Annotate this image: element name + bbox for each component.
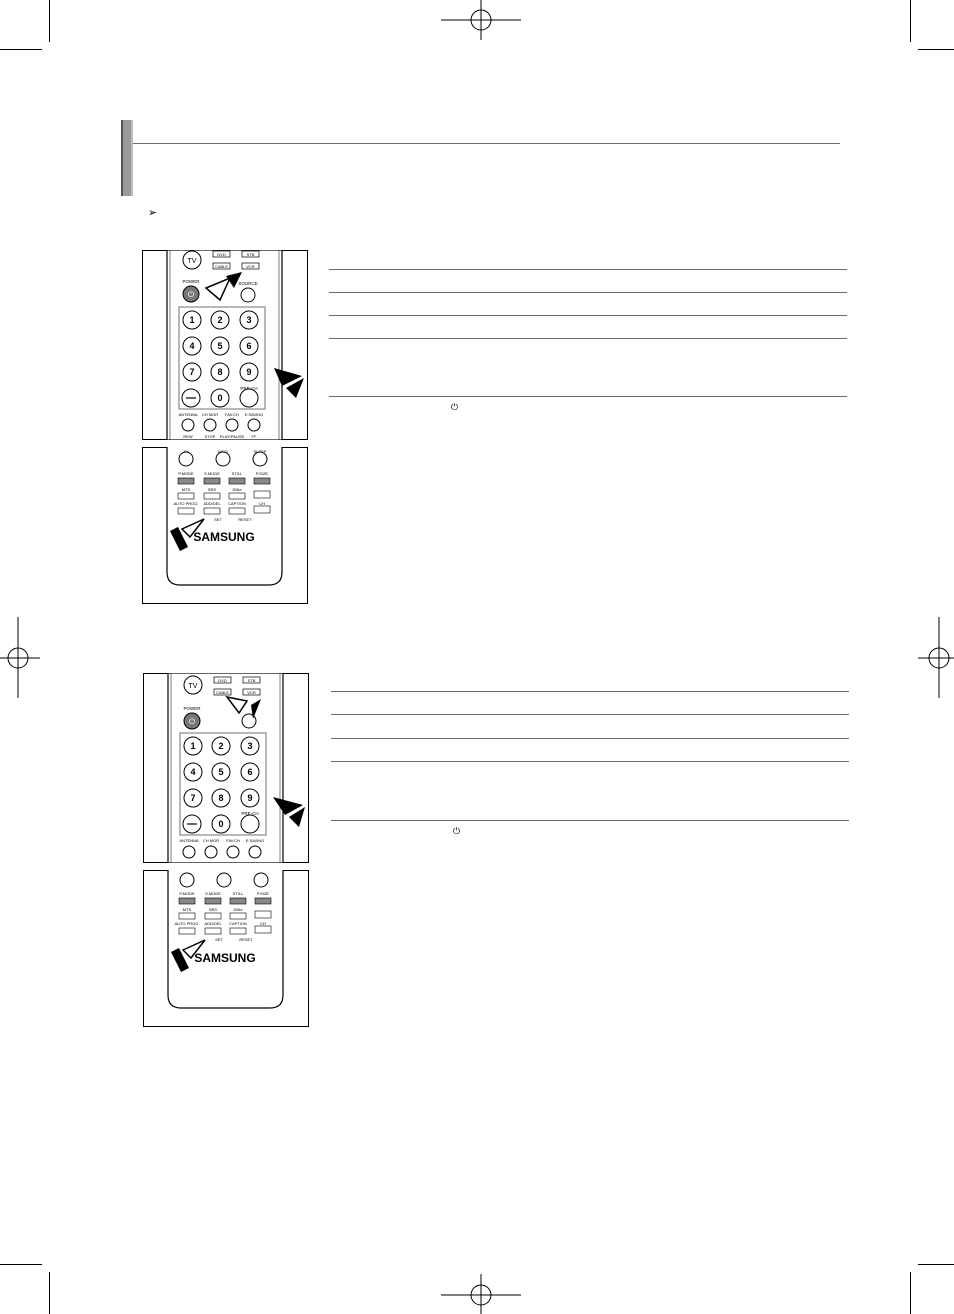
svg-text:REW: REW (183, 434, 193, 439)
svg-text:9: 9 (246, 367, 251, 377)
svg-text:8: 8 (218, 793, 223, 803)
svg-text:S.MODE: S.MODE (204, 471, 220, 476)
svg-text:MTS: MTS (183, 907, 192, 912)
svg-text:POWER: POWER (183, 706, 201, 711)
svg-text:DNIe: DNIe (233, 907, 243, 912)
remote-illustration-top-1: TV DVD STB CABLE VCR POWER ⏻ SOURCE 1 2 … (142, 250, 308, 440)
svg-text:1: 1 (190, 741, 195, 751)
svg-text:CAPTION: CAPTION (228, 501, 246, 506)
power-icon: ⏻ (453, 827, 461, 837)
svg-text:AUTO PROG.: AUTO PROG. (174, 921, 199, 926)
svg-text:STOP: STOP (205, 434, 216, 439)
remote-illustration-bottom-1: TV INFO SLEEP P.MODE S.MODE STILL P.SIZE… (142, 447, 308, 604)
svg-text:5: 5 (217, 341, 222, 351)
svg-text:ADD/DEL: ADD/DEL (203, 501, 221, 506)
note-marker: ➢ (148, 207, 158, 219)
svg-text:CH MGR: CH MGR (202, 412, 218, 417)
svg-text:CH: CH (259, 501, 265, 506)
svg-text:6: 6 (247, 767, 252, 777)
svg-text:0: 0 (217, 393, 222, 403)
svg-text:4: 4 (190, 767, 195, 777)
svg-text:CH MGR: CH MGR (203, 838, 219, 843)
svg-text:SET: SET (214, 517, 222, 522)
svg-text:ANTENNA: ANTENNA (179, 838, 198, 843)
remote-illustration-top-2: TV DVD STB CABLE VCR POWER ⏻ 1 2 3 4 5 6… (143, 673, 309, 863)
svg-text:P.SIZE: P.SIZE (256, 471, 268, 476)
svg-text:S.MODE: S.MODE (205, 891, 221, 896)
svg-text:P.MODE: P.MODE (179, 891, 195, 896)
svg-text:DNIe: DNIe (232, 487, 242, 492)
brand-logo: SAMSUNG (193, 530, 254, 544)
svg-text:SOURCE: SOURCE (238, 281, 257, 286)
svg-text:⏻: ⏻ (189, 717, 196, 726)
svg-text:STILL: STILL (232, 471, 243, 476)
svg-text:DVD: DVD (217, 252, 226, 257)
svg-text:P.SIZE: P.SIZE (257, 891, 269, 896)
svg-text:1: 1 (189, 315, 194, 325)
section-title-bar (121, 120, 133, 196)
svg-text:E.SAVING: E.SAVING (246, 838, 265, 843)
svg-text:VCR: VCR (246, 264, 255, 269)
svg-text:2: 2 (218, 741, 223, 751)
tv-label: TV (188, 258, 197, 265)
svg-text:3: 3 (246, 315, 251, 325)
svg-text:7: 7 (189, 367, 194, 377)
svg-text:AUTO PROG.: AUTO PROG. (173, 501, 198, 506)
svg-text:FAV.CH: FAV.CH (226, 838, 240, 843)
svg-text:PRE-CH: PRE-CH (241, 811, 258, 816)
svg-text:RESET: RESET (239, 937, 253, 942)
svg-text:0: 0 (218, 819, 223, 829)
title-rule (133, 143, 840, 144)
svg-text:7: 7 (190, 793, 195, 803)
svg-text:TV: TV (189, 683, 198, 690)
svg-text:⏻: ⏻ (188, 290, 195, 299)
svg-text:CABLE: CABLE (216, 690, 229, 695)
svg-text:FAV.CH: FAV.CH (225, 412, 239, 417)
svg-text:E.SAVING: E.SAVING (245, 412, 264, 417)
svg-text:SRS: SRS (208, 487, 217, 492)
svg-text:TV: TV (183, 449, 188, 454)
svg-text:STB: STB (248, 678, 256, 683)
svg-text:3: 3 (247, 741, 252, 751)
svg-text:DVD: DVD (218, 678, 227, 683)
svg-text:SLEEP: SLEEP (254, 449, 267, 454)
power-icon: ⏻ (451, 403, 459, 413)
remote-illustration-bottom-2: P.MODE S.MODE STILL P.SIZE MTS SRS DNIe … (143, 870, 309, 1027)
svg-text:STILL: STILL (233, 891, 244, 896)
svg-text:MTS: MTS (182, 487, 191, 492)
svg-text:FF: FF (252, 434, 257, 439)
svg-text:SRS: SRS (209, 907, 218, 912)
svg-text:POWER: POWER (182, 279, 200, 284)
svg-text:PLAY/PAUSE: PLAY/PAUSE (220, 434, 245, 439)
svg-text:CAPTION: CAPTION (229, 921, 247, 926)
brand-logo: SAMSUNG (194, 951, 255, 965)
svg-text:4: 4 (189, 341, 194, 351)
svg-text:8: 8 (217, 367, 222, 377)
svg-text:RESET: RESET (238, 517, 252, 522)
svg-text:9: 9 (247, 793, 252, 803)
svg-text:2: 2 (217, 315, 222, 325)
svg-text:5: 5 (218, 767, 223, 777)
svg-text:6: 6 (246, 341, 251, 351)
svg-text:CABLE: CABLE (215, 264, 228, 269)
svg-text:STB: STB (247, 252, 255, 257)
svg-text:SET: SET (215, 937, 223, 942)
svg-text:ADD/DEL: ADD/DEL (204, 921, 222, 926)
svg-text:VCR: VCR (247, 690, 256, 695)
svg-text:P.MODE: P.MODE (178, 471, 194, 476)
svg-text:ANTENNA: ANTENNA (178, 412, 197, 417)
svg-text:CH: CH (260, 921, 266, 926)
